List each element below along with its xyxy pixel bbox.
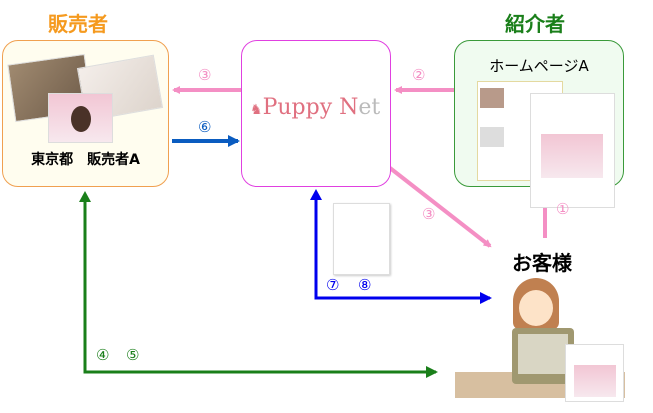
homepage-detail-thumbnail — [530, 93, 615, 208]
form-document-icon — [333, 203, 390, 275]
arrow-step45 — [83, 196, 438, 378]
step-3-label: ③ — [198, 66, 212, 84]
puppy-net-logo: ♞Puppy Net — [250, 95, 381, 120]
step-1-label: ① — [556, 200, 570, 218]
arrow-step3-to-customer — [388, 166, 492, 248]
step-2-label: ② — [412, 66, 426, 84]
arrow-step78 — [314, 194, 492, 304]
referrer-heading: 紹介者 — [505, 12, 565, 36]
seller-caption: 東京都 販売者A — [31, 152, 140, 168]
step-7-label: ⑦ — [326, 276, 340, 294]
screen-detail-thumbnail — [565, 344, 624, 402]
step-5-label: ⑤ — [126, 346, 140, 364]
dog-silhouette-icon: ♞ — [250, 102, 263, 118]
step-4-label: ④ — [96, 346, 110, 364]
seller-heading: 販売者 — [48, 12, 108, 36]
referrer-box: ホームページA — [454, 40, 624, 208]
customer-label: お客様 — [512, 251, 572, 275]
puppy-net-box: ♞Puppy Net — [241, 40, 391, 187]
referrer-caption: ホームページA — [489, 57, 589, 75]
step-8-label: ⑧ — [358, 276, 372, 294]
seller-box: 東京都 販売者A — [2, 40, 169, 187]
customer-illustration — [455, 276, 630, 402]
step-6-label: ⑥ — [198, 118, 212, 136]
step-3b-label: ③ — [422, 205, 436, 223]
brown-puppy-photo — [48, 93, 113, 143]
